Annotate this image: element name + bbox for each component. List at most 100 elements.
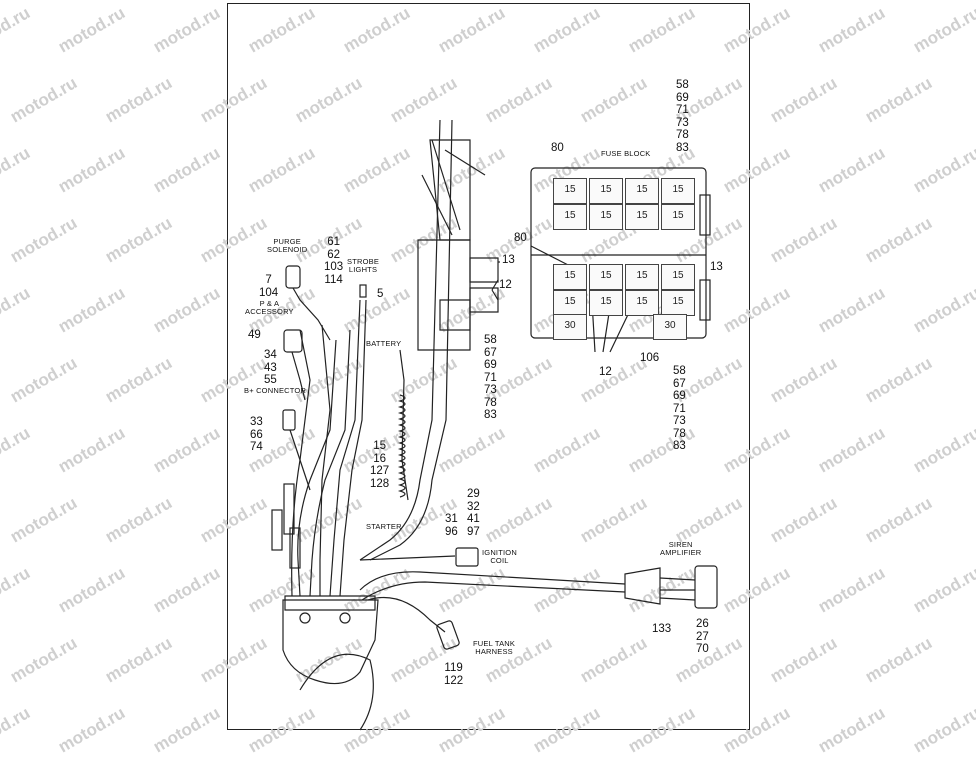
callout-pa-49: 49 bbox=[248, 329, 261, 342]
harness-wire-2 bbox=[309, 329, 351, 597]
fuse-slot: 15 bbox=[661, 264, 695, 290]
coil-feed bbox=[359, 555, 456, 561]
callout-number: 73 bbox=[484, 384, 497, 396]
relay-plug-a bbox=[469, 257, 499, 283]
callout-number: 15 bbox=[373, 440, 386, 452]
coil-spring bbox=[397, 394, 406, 498]
callout-number: 69 bbox=[676, 91, 689, 104]
callout-number: 73 bbox=[676, 116, 689, 129]
harness-wire-5 bbox=[339, 299, 367, 597]
callout-number: 71 bbox=[676, 104, 689, 116]
fuse-slot: 15 bbox=[553, 290, 587, 316]
callout-number: 66 bbox=[250, 428, 263, 441]
fuse-slot: 15 bbox=[625, 178, 659, 204]
callout-number: 16 bbox=[373, 452, 386, 465]
fuse-slot: 15 bbox=[625, 290, 659, 316]
pa-wire bbox=[291, 351, 306, 401]
label-fuse-block: FUSE BLOCK bbox=[601, 149, 651, 158]
siren-feed-2 bbox=[361, 581, 626, 601]
fuse-slot: 15 bbox=[625, 204, 659, 230]
callout-number: 69 bbox=[673, 390, 686, 402]
callout-fuse-80b: 80 bbox=[514, 232, 527, 245]
frame-curve bbox=[299, 653, 374, 731]
relay-housing bbox=[417, 239, 471, 351]
callout-number: 96 bbox=[445, 525, 458, 538]
fuse-slot: 15 bbox=[589, 290, 623, 316]
callout-relay-12: 12 bbox=[499, 279, 512, 292]
strobe-connector bbox=[359, 284, 367, 298]
siren-amplifier-plug bbox=[694, 565, 718, 609]
siren-connector-body bbox=[624, 567, 661, 605]
callout-number: 62 bbox=[327, 248, 340, 261]
callout-siren-133: 133 bbox=[652, 623, 671, 636]
harness-wire-4 bbox=[329, 299, 361, 597]
callout-number: 103 bbox=[324, 261, 344, 273]
callout-number: 58 bbox=[676, 79, 689, 91]
callout-number: 128 bbox=[370, 477, 390, 490]
callout-number: 70 bbox=[696, 643, 709, 655]
harness-wire-3 bbox=[319, 324, 331, 596]
fuel-tank-connector bbox=[436, 620, 460, 650]
starter-cable-2 bbox=[369, 119, 453, 561]
callout-fuse-12: 12 bbox=[599, 366, 612, 379]
callout-number: 33 bbox=[250, 416, 263, 428]
label-b-connector: B+ CONNECTOR bbox=[244, 386, 307, 395]
fuse-slot: 15 bbox=[589, 204, 623, 230]
frame-neck bbox=[282, 599, 379, 685]
fuse-block-tab bbox=[699, 194, 711, 236]
fuse-slot: 15 bbox=[589, 264, 623, 290]
relay-bracket bbox=[429, 139, 471, 241]
callout-number: 43 bbox=[264, 361, 277, 374]
callout-number: 7 bbox=[265, 274, 272, 286]
lower-loom-1 bbox=[283, 483, 295, 535]
bplus-connector bbox=[282, 409, 296, 431]
relay-plug-b bbox=[469, 287, 499, 313]
fuse-slot: 15 bbox=[661, 290, 695, 316]
callout-number: 26 bbox=[696, 618, 709, 630]
fuse-slot: 15 bbox=[553, 178, 587, 204]
fuse-slot: 30 bbox=[653, 314, 687, 340]
fuse-slot: 15 bbox=[661, 204, 695, 230]
callout-number: 27 bbox=[696, 630, 709, 643]
callout-number: 58 bbox=[484, 334, 497, 346]
callout-number: 29 bbox=[467, 488, 480, 500]
relay-antenna-2 bbox=[444, 149, 486, 176]
callout-number: 13 bbox=[502, 254, 515, 266]
callout-strobe: 5 bbox=[377, 288, 383, 301]
starter-cable bbox=[359, 119, 441, 561]
callout-number: 13 bbox=[710, 261, 723, 273]
callout-number: 12 bbox=[499, 279, 512, 291]
relay-plug-c bbox=[439, 299, 471, 331]
callout-number: 61 bbox=[327, 236, 340, 248]
callout-number: 83 bbox=[484, 409, 497, 421]
relay-antenna-3 bbox=[421, 174, 453, 236]
lower-loom-3 bbox=[289, 527, 301, 569]
leader-relay-12 bbox=[491, 279, 499, 301]
callout-number: 80 bbox=[514, 232, 527, 244]
callout-number: 78 bbox=[676, 129, 689, 141]
harness-wire-1 bbox=[297, 339, 337, 597]
callout-number: 71 bbox=[673, 402, 686, 415]
label-starter: STARTER bbox=[366, 522, 402, 531]
fuel-feed bbox=[367, 596, 446, 633]
callout-number: 32 bbox=[467, 500, 480, 513]
callout-number: 67 bbox=[673, 377, 686, 390]
siren-pigtail bbox=[659, 577, 696, 601]
callout-number: 80 bbox=[551, 142, 564, 154]
callout-number: 114 bbox=[324, 273, 343, 286]
callout-number: 69 bbox=[484, 359, 497, 371]
callout-number: 67 bbox=[484, 346, 497, 359]
clamp-bolt-left bbox=[299, 612, 311, 624]
diagram-border bbox=[227, 3, 750, 730]
callout-number: 122 bbox=[444, 674, 464, 687]
